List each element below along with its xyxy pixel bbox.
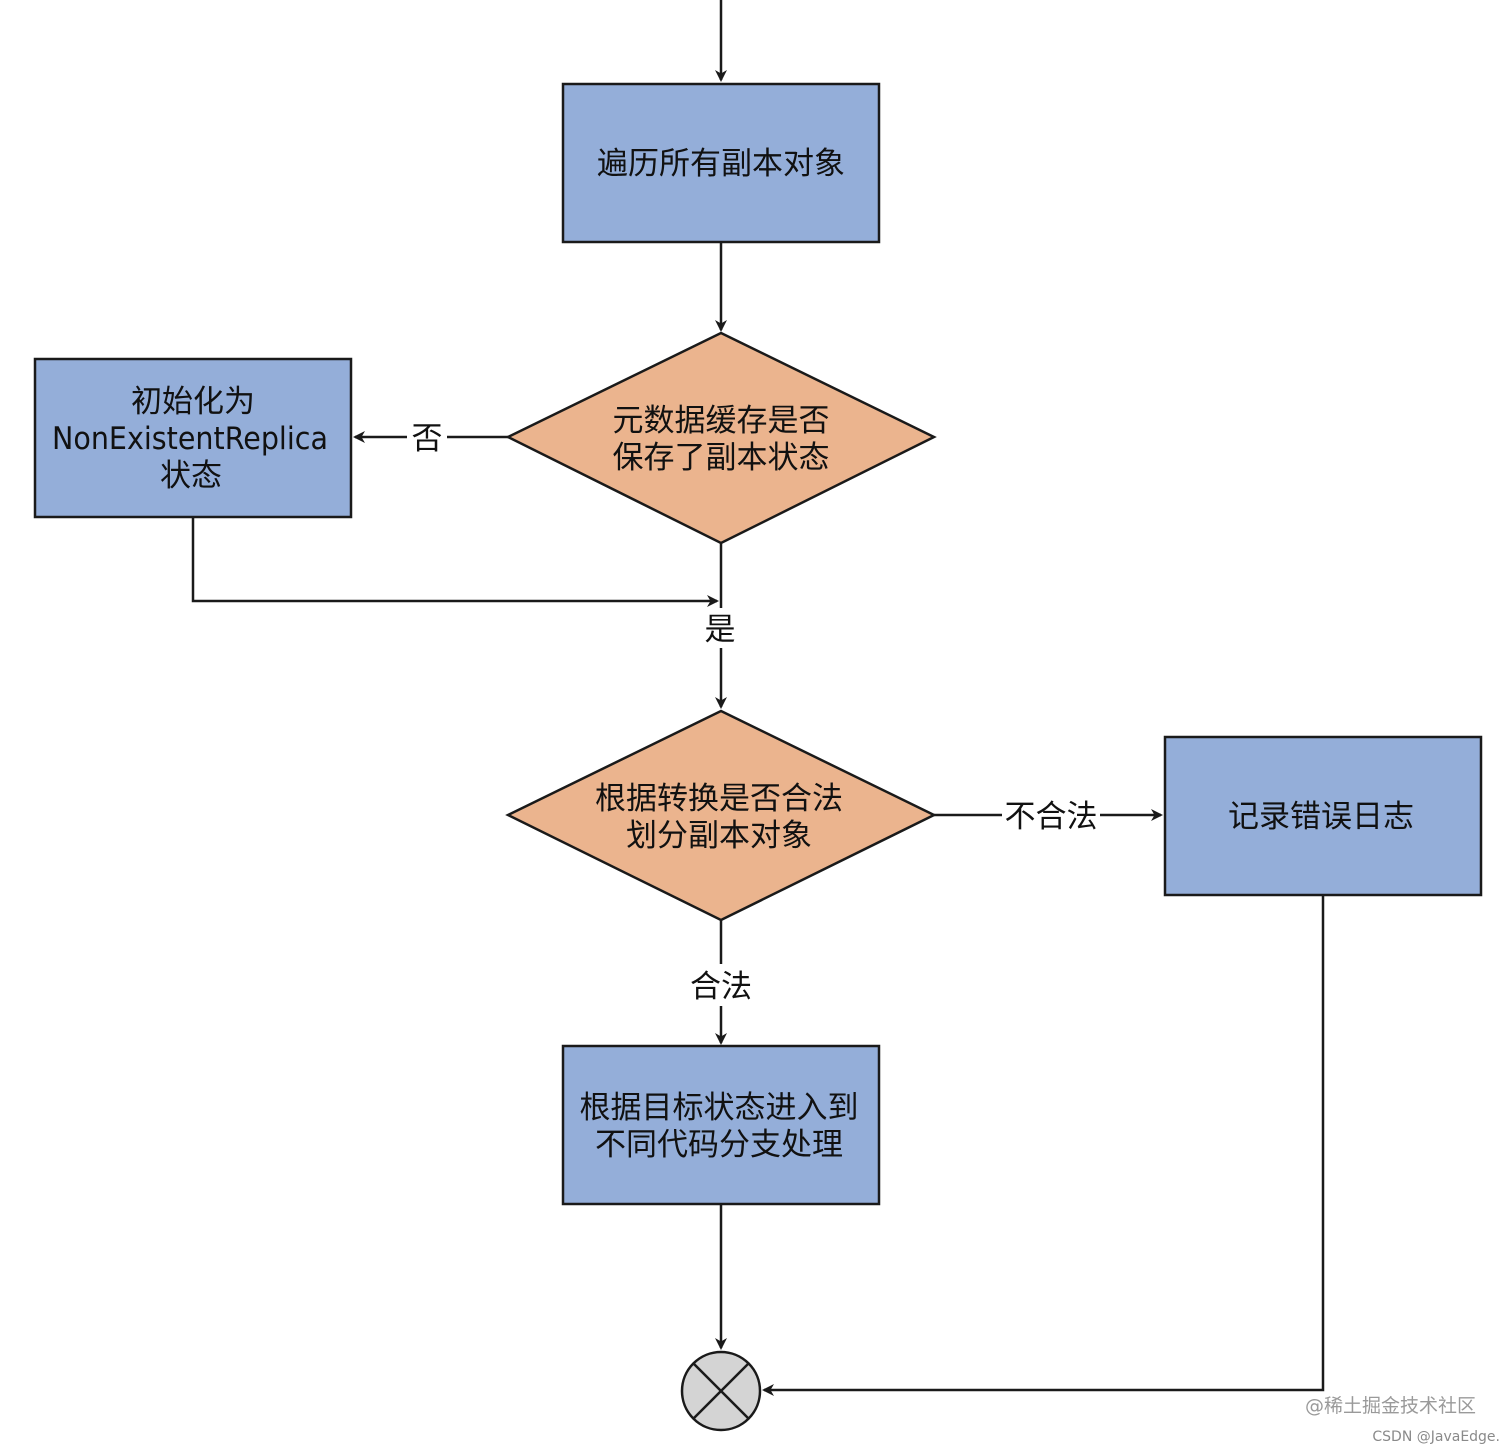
transition-check-line-1: 根据转换是否合法 xyxy=(595,781,843,817)
traverse-label: 遍历所有副本对象 xyxy=(597,146,845,182)
edge-label-yes: 是 xyxy=(705,612,736,648)
edge-init-merge xyxy=(191,517,719,607)
transition-check-line-2: 划分副本对象 xyxy=(626,818,812,854)
watermark-csdn: CSDN @JavaEdge. xyxy=(1372,1429,1500,1445)
node-traverse: 遍历所有副本对象 xyxy=(561,82,881,244)
metadata-check-line-2: 保存了副本状态 xyxy=(613,440,830,476)
edge-label-illegal: 不合法 xyxy=(1005,799,1098,835)
node-log-error: 记录错误日志 xyxy=(1163,735,1483,897)
init-state-line-3: 状态 xyxy=(160,458,222,494)
node-dispatch: 根据目标状态进入到 不同代码分支处理 xyxy=(561,1044,881,1206)
log-error-label: 记录错误日志 xyxy=(1228,799,1414,835)
edge-log-to-end xyxy=(762,894,1325,1396)
x-circle-icon xyxy=(680,1350,762,1432)
edge-label-no: 否 xyxy=(412,421,443,457)
node-metadata-check: 元数据缓存是否 保存了副本状态 xyxy=(505,331,937,545)
dispatch-line-1: 根据目标状态进入到 xyxy=(580,1090,859,1126)
init-state-line-1: 初始化为 xyxy=(131,384,255,420)
watermark-juejin: @稀土掘金技术社区 xyxy=(1305,1395,1476,1417)
edge-label-legal: 合法 xyxy=(690,969,752,1005)
dispatch-line-2: 不同代码分支处理 xyxy=(595,1127,843,1163)
init-state-line-2: NonExistentReplica xyxy=(52,421,328,457)
edge-label-group: 否 是 不合法 合法 xyxy=(407,418,1100,1006)
node-transition-check: 根据转换是否合法 划分副本对象 xyxy=(505,709,937,922)
node-init-state: 初始化为 NonExistentReplica 状态 xyxy=(33,357,353,519)
metadata-check-line-1: 元数据缓存是否 xyxy=(613,403,830,439)
